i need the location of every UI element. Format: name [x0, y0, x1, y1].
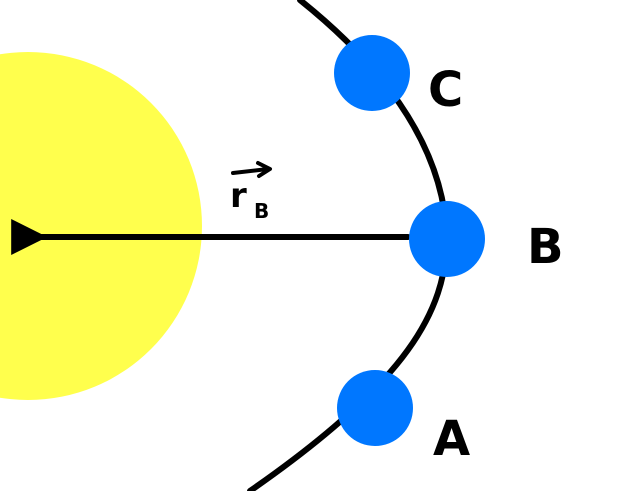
planet-b — [409, 201, 485, 277]
vector-subscript: B — [254, 199, 269, 223]
planet-a-label: A — [433, 411, 470, 467]
vector-symbol: r — [230, 176, 247, 216]
planet-b-label: B — [527, 219, 564, 275]
radius-vector-label: r B — [230, 161, 272, 223]
vector-overbar-arrowhead — [256, 161, 272, 178]
sun — [0, 52, 202, 400]
planet-c-label: C — [428, 62, 463, 118]
planet-c — [334, 35, 410, 111]
vector-overbar-arrow — [231, 167, 270, 175]
planet-a — [337, 370, 413, 446]
